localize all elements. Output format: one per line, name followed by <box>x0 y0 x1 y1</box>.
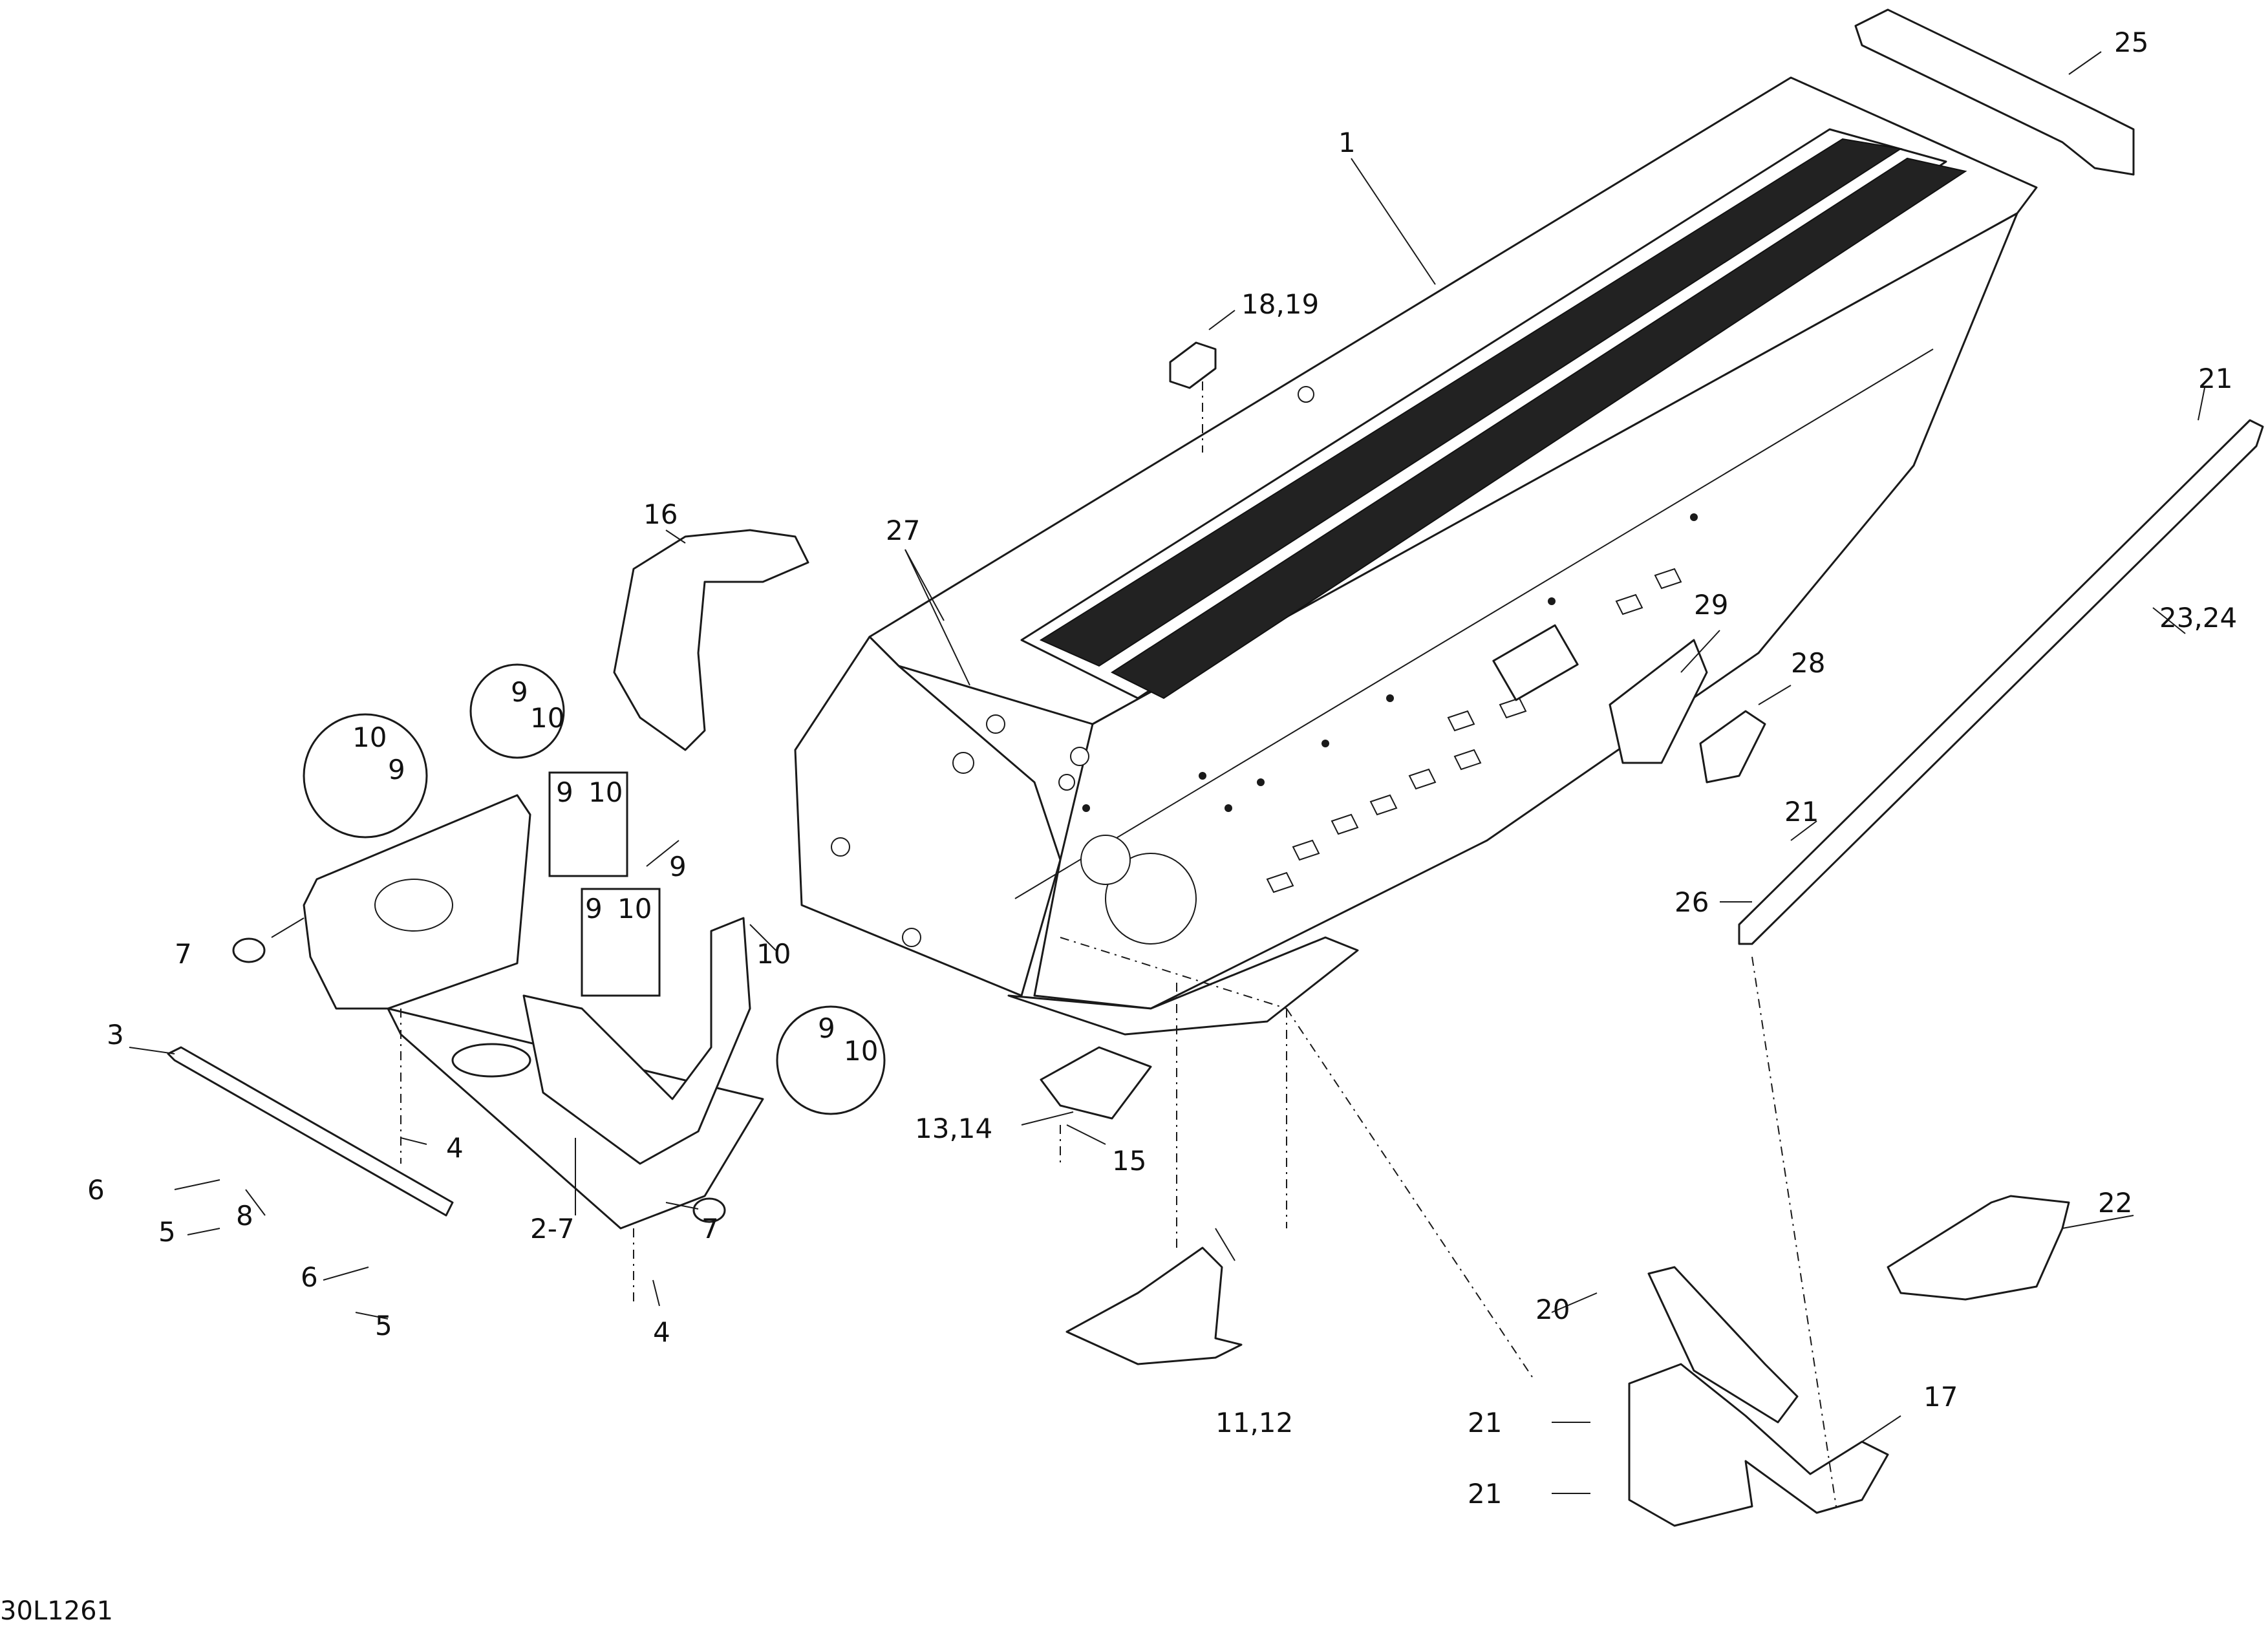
callout-3: 3 <box>107 1019 124 1051</box>
callout-6-top: 6 <box>87 1174 105 1206</box>
callout-10-f: 10 <box>844 1035 878 1067</box>
callout-20: 20 <box>1535 1294 1570 1325</box>
callout-13-14: 13,14 <box>915 1113 992 1144</box>
callout-1: 1 <box>1338 127 1356 158</box>
clip-part-18-19 <box>1169 341 1217 389</box>
callout-4-bot: 4 <box>653 1316 670 1348</box>
alignment-lines <box>400 381 1837 1507</box>
callout-21-low1: 21 <box>1468 1407 1502 1438</box>
callout-5-bot: 5 <box>375 1310 392 1341</box>
callout-10-e: 10 <box>617 893 652 924</box>
callout-29: 29 <box>1694 589 1728 621</box>
callout-7-left: 7 <box>175 938 192 970</box>
bracket-part-28 <box>1699 710 1766 784</box>
callout-10-b: 10 <box>530 702 564 734</box>
callout-16: 16 <box>643 498 678 530</box>
callout-8: 8 <box>236 1200 253 1232</box>
callout-9-c: 9 <box>556 776 573 808</box>
bumper-part-7-mid <box>692 1197 726 1223</box>
callout-9-a: 9 <box>388 754 405 785</box>
callout-22: 22 <box>2098 1187 2132 1219</box>
rail-part-23-24 <box>1738 419 2264 945</box>
bracket-part-13-14 <box>1040 1046 1152 1120</box>
callout-10-d: 10 <box>756 938 791 970</box>
inset-box-9-10-upper <box>548 771 628 877</box>
rear-frame-part-17 <box>1628 1363 1889 1527</box>
guard-part-22 <box>1887 1195 2070 1301</box>
callout-9-f: 9 <box>818 1012 835 1044</box>
bumper-part-7-left <box>232 937 266 963</box>
callout-4-top: 4 <box>446 1132 464 1164</box>
callout-9-e: 9 <box>585 893 603 924</box>
callout-10-c: 10 <box>588 776 623 808</box>
callout-10-a: 10 <box>352 721 387 753</box>
leader-lines <box>129 51 2205 1494</box>
callout-9-b: 9 <box>511 676 528 708</box>
bar-part-3 <box>167 1046 454 1217</box>
inset-circle-9-10-top <box>469 663 565 759</box>
callout-18-19: 18,19 <box>1241 288 1319 320</box>
callout-17: 17 <box>1923 1381 1958 1413</box>
bracket-part-16 <box>613 529 809 751</box>
arm-part-20 <box>1647 1266 1799 1424</box>
callout-7-mid: 7 <box>701 1213 719 1245</box>
callout-2-7: 2-7 <box>530 1213 575 1245</box>
callout-26: 26 <box>1674 886 1709 918</box>
callout-5-top: 5 <box>158 1216 176 1248</box>
callout-27: 27 <box>886 515 920 546</box>
drawing-reference-code: 30L1261 <box>0 1596 113 1626</box>
inset-circle-10-9-left <box>303 713 428 839</box>
callout-28: 28 <box>1791 647 1825 679</box>
tunnel-part-1 <box>794 76 2038 1036</box>
callout-21-mid: 21 <box>1784 796 1819 828</box>
callout-21-low2: 21 <box>1468 1478 1502 1510</box>
callout-21-top: 21 <box>2198 363 2232 394</box>
plate-part-11-12 <box>1065 1246 1243 1365</box>
bracket-part-25 <box>1854 8 2135 176</box>
tunnel-vent-holes <box>1266 568 1682 893</box>
callout-25: 25 <box>2114 27 2148 58</box>
callout-23-24: 23,24 <box>2159 602 2237 634</box>
callout-15: 15 <box>1112 1145 1146 1177</box>
callout-6-bot: 6 <box>301 1261 318 1293</box>
front-frame-part-2-7 <box>303 794 764 1230</box>
inset-circle-9-10-lower <box>776 1005 886 1115</box>
callout-9-d: 9 <box>669 851 687 882</box>
inset-box-9-10-lower <box>581 888 661 997</box>
callout-11-12: 11,12 <box>1215 1407 1293 1438</box>
